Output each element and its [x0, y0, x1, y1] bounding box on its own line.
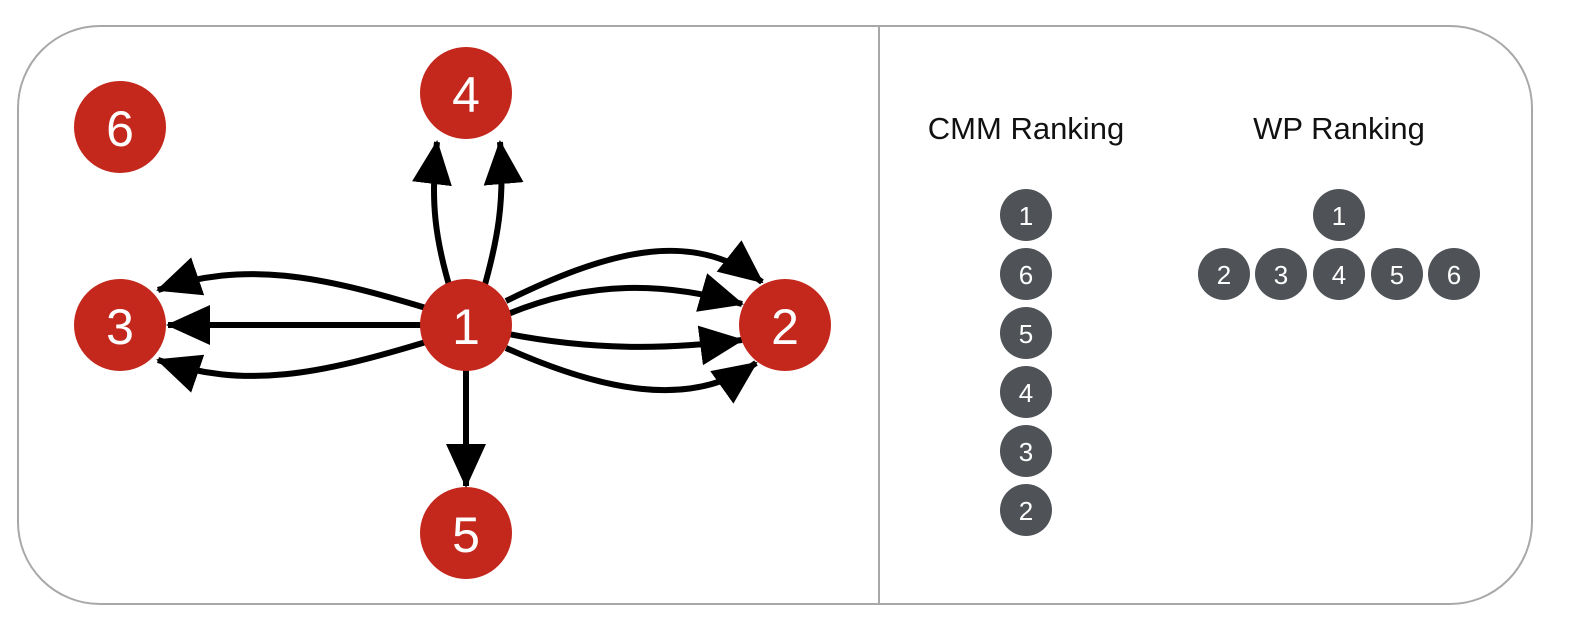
node-circle [739, 279, 831, 371]
rank-circle [1313, 189, 1365, 241]
rank-circle [1428, 248, 1480, 300]
cmm-ranking: 1 6 5 4 3 [1000, 189, 1052, 536]
node-circle [420, 279, 512, 371]
rank-label: 6 [1447, 260, 1461, 290]
wp-ranking-title: WP Ranking [1253, 111, 1425, 146]
rank-circle [1000, 484, 1052, 536]
graph-panel: 1 2 3 4 5 [74, 47, 831, 579]
cmm-rank-item-3: 5 [1000, 307, 1052, 359]
rank-circle [1198, 248, 1250, 300]
rank-label: 4 [1019, 378, 1033, 408]
node-label: 4 [452, 67, 480, 123]
edge-1-to-2-d [504, 345, 758, 404]
edge-1-to-4-a [412, 140, 455, 296]
rank-label: 2 [1217, 260, 1231, 290]
graph-node-6: 6 [74, 81, 166, 173]
edge-1-to-2-a [504, 240, 764, 304]
edge-1-to-2-c [507, 325, 744, 366]
node-label: 6 [106, 101, 134, 157]
wp-rank-item-1: 1 [1313, 189, 1365, 241]
rank-label: 5 [1390, 260, 1404, 290]
node-label: 1 [452, 299, 480, 355]
wp-rank-item-5: 5 [1371, 248, 1423, 300]
wp-rank-item-4: 4 [1313, 248, 1365, 300]
node-label: 5 [452, 507, 480, 563]
graph-node-5: 5 [420, 487, 512, 579]
node-circle [420, 47, 512, 139]
rank-label: 3 [1274, 260, 1288, 290]
rank-label: 5 [1019, 319, 1033, 349]
cmm-ranking-title: CMM Ranking [928, 111, 1124, 146]
graph-node-2: 2 [739, 279, 831, 371]
graph-nodes: 1 2 3 4 5 [74, 47, 831, 579]
node-label: 3 [106, 299, 134, 355]
cmm-rank-item-6: 2 [1000, 484, 1052, 536]
rank-label: 1 [1332, 201, 1346, 231]
rank-label: 4 [1332, 260, 1346, 290]
cmm-rank-item-5: 3 [1000, 425, 1052, 477]
wp-rank-item-6: 6 [1428, 248, 1480, 300]
cmm-rank-item-4: 4 [1000, 366, 1052, 418]
graph-edges [156, 140, 764, 488]
cmm-rank-item-2: 6 [1000, 248, 1052, 300]
wp-rank-item-3: 3 [1255, 248, 1307, 300]
graph-node-4: 4 [420, 47, 512, 139]
rankings-panel: CMM Ranking WP Ranking 1 6 5 4 [928, 111, 1480, 536]
node-label: 2 [771, 299, 799, 355]
rank-circle [1000, 366, 1052, 418]
node-circle [420, 487, 512, 579]
graph-node-1: 1 [420, 279, 512, 371]
rank-circle [1313, 248, 1365, 300]
wp-ranking: 1 2 3 4 5 [1198, 189, 1480, 300]
rank-circle [1000, 189, 1052, 241]
rank-circle [1000, 248, 1052, 300]
node-circle [74, 279, 166, 371]
edge-1-to-2-b [506, 273, 744, 317]
rank-label: 1 [1019, 201, 1033, 231]
edge-1-to-4-b [479, 140, 524, 296]
edge-1-to-3-a [156, 257, 427, 311]
edge-1-to-3-c [156, 339, 427, 393]
rank-label: 6 [1019, 260, 1033, 290]
rank-circle [1255, 248, 1307, 300]
node-circle [74, 81, 166, 173]
wp-rank-item-2: 2 [1198, 248, 1250, 300]
cmm-rank-item-1: 1 [1000, 189, 1052, 241]
rank-label: 3 [1019, 437, 1033, 467]
graph-node-3: 3 [74, 279, 166, 371]
rank-circle [1000, 307, 1052, 359]
rank-circle [1371, 248, 1423, 300]
rank-label: 2 [1019, 496, 1033, 526]
rank-circle [1000, 425, 1052, 477]
